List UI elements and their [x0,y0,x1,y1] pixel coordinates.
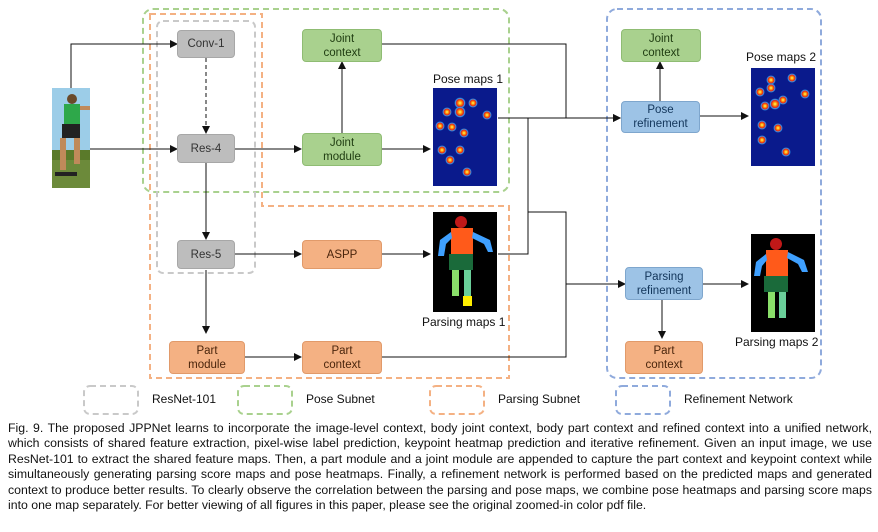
legend-label-parsing: Parsing Subnet [498,392,581,406]
edge-image-to-conv1 [70,40,178,88]
parsing-refinement-label-2: refinement [636,284,692,297]
joint-module-label-2: module [323,150,361,163]
diagram-canvas [52,8,822,415]
joint-context-2-node: Joint context [621,29,701,62]
parsing-subnet-region [149,13,510,379]
edge-parsing-maps-to-merge [498,212,529,255]
part-context-1-label-1: Part [331,344,353,357]
parsing-maps-2-image [751,234,815,332]
joint-context-1-label-2: context [323,46,361,59]
figure-caption: Fig. 9. The proposed JPPNet learns to in… [8,421,872,513]
part-context-2-node: Part context [625,341,703,374]
part-module-label-2: module [188,358,226,371]
pose-maps-1-label: Pose maps 1 [433,72,504,86]
conv1-label: Conv-1 [187,38,225,50]
legend-swatch-resnet [83,385,139,415]
pose-maps-2-image [751,68,815,166]
legend-label-resnet: ResNet-101 [152,392,217,406]
joint-context-1-node: Joint context [302,29,382,62]
edge-merge-to-parsing-refine [528,211,626,288]
legend-label-pose: Pose Subnet [306,392,375,406]
jppnet-diagram: Conv-1 Res-4 Res-5 Part module Joint con… [52,8,822,415]
legend-label-refinement: Refinement Network [684,392,793,406]
part-context-1-label-2: context [323,358,361,371]
refinement-network-region [606,8,822,379]
pose-refinement-label-2: refinement [633,118,688,130]
parsing-refinement-node: Parsing refinement [625,267,703,300]
joint-module-node: Joint module [302,133,382,166]
conv1-node: Conv-1 [177,30,235,58]
res4-node: Res-4 [177,134,235,163]
parsing-maps-2-label: Parsing maps 2 [735,335,819,349]
part-context-2-label-2: context [645,358,683,371]
pose-refinement-label-1: Pose [647,104,674,116]
parsing-maps-1-label: Parsing maps 1 [422,315,506,329]
part-module-label-1: Part [196,344,218,357]
pose-maps-2-label: Pose maps 2 [746,50,817,64]
part-context-1-node: Part context [302,341,382,374]
joint-context-2-label-2: context [642,46,680,59]
aspp-node: ASPP [302,240,382,269]
input-image [52,88,90,188]
res4-label: Res-4 [190,142,222,155]
parsing-maps-1-image [433,212,497,312]
res5-label: Res-5 [190,248,222,261]
pose-subnet-region [142,8,510,193]
legend-swatch-pose [237,385,293,415]
res5-node: Res-5 [177,240,235,269]
edge-part-context-to-parsing-refine [382,284,567,358]
part-module-node: Part module [169,341,245,374]
joint-context-2-label-1: Joint [648,32,674,45]
legend-swatch-parsing [429,385,485,415]
pose-refinement-node: Pose refinement [621,101,700,133]
joint-context-1-label-1: Joint [329,32,355,45]
part-context-2-label-1: Part [653,344,675,357]
joint-module-label-1: Joint [329,136,355,149]
parsing-refinement-label-1: Parsing [644,270,684,283]
legend-swatch-refinement [615,385,671,415]
resnet-region [156,20,256,274]
aspp-label: ASPP [326,248,358,261]
pose-maps-1-image [433,88,497,186]
